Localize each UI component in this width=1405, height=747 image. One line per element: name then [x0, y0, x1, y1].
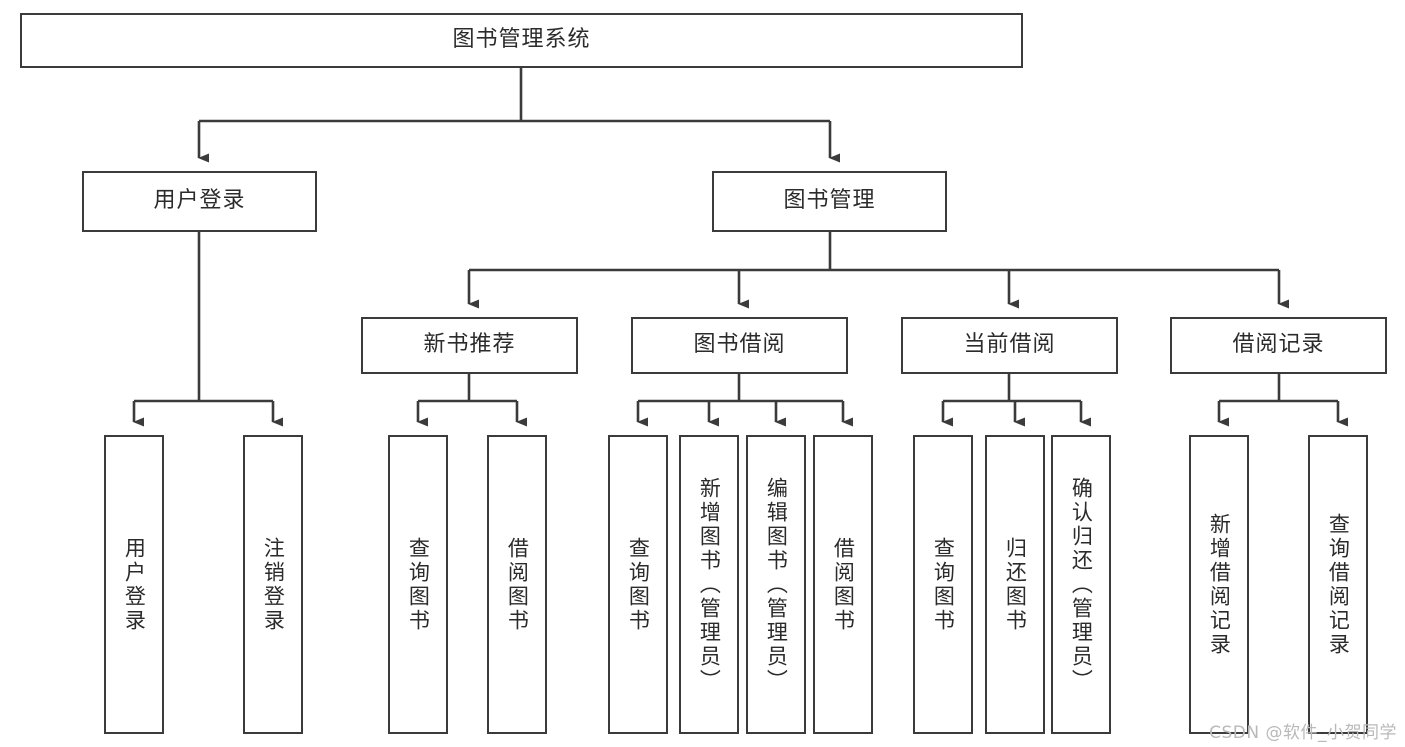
node-leaf-query-book-borrow-label: 查询图书 — [626, 536, 651, 633]
node-leaf-logout-login[interactable]: 注销登录 — [243, 435, 303, 734]
node-leaf-query-book-current[interactable]: 查询图书 — [913, 435, 973, 734]
node-root[interactable]: 图书管理系统 — [20, 13, 1023, 68]
edge-root-to-level2 — [197, 68, 840, 163]
node-leaf-borrow-book-label: 借阅图书 — [831, 536, 856, 633]
edge-current-borrow-to-leaves — [941, 374, 1091, 427]
node-leaf-logout-login-label: 注销登录 — [261, 536, 286, 633]
node-borrow-record-label: 借阅记录 — [1232, 332, 1325, 358]
node-current-borrow-label: 当前借阅 — [963, 332, 1056, 358]
node-leaf-edit-book-admin-label: 编辑图书（管理员） — [764, 476, 789, 693]
node-leaf-borrow-book-recommend[interactable]: 借阅图书 — [487, 435, 547, 734]
node-leaf-confirm-return-admin-label: 确认归还（管理员） — [1069, 476, 1094, 693]
edge-book-borrow-to-leaves — [636, 374, 853, 427]
node-leaf-query-book-recommend[interactable]: 查询图书 — [388, 435, 448, 734]
node-leaf-borrow-book[interactable]: 借阅图书 — [813, 435, 873, 734]
node-root-label: 图书管理系统 — [452, 27, 591, 53]
csdn-watermark: CSDN @软件_小贺同学 — [1209, 723, 1397, 743]
node-leaf-user-login-label: 用户登录 — [122, 536, 147, 633]
node-new-book-recommend-label: 新书推荐 — [423, 332, 516, 358]
node-user-login-label: 用户登录 — [153, 188, 246, 214]
node-leaf-query-book-recommend-label: 查询图书 — [406, 536, 431, 633]
edge-book-management-to-level3 — [467, 232, 1289, 309]
node-book-borrow-label: 图书借阅 — [693, 332, 786, 358]
node-book-borrow[interactable]: 图书借阅 — [631, 317, 848, 374]
node-leaf-query-book-current-label: 查询图书 — [931, 536, 956, 633]
node-book-management-label: 图书管理 — [783, 188, 876, 214]
node-new-book-recommend[interactable]: 新书推荐 — [361, 317, 578, 374]
node-book-management[interactable]: 图书管理 — [712, 171, 947, 232]
node-leaf-query-borrow-record[interactable]: 查询借阅记录 — [1308, 435, 1368, 734]
node-leaf-query-borrow-record-label: 查询借阅记录 — [1326, 512, 1351, 657]
node-leaf-add-borrow-record[interactable]: 新增借阅记录 — [1189, 435, 1249, 734]
edge-borrow-record-to-leaves — [1217, 374, 1348, 427]
node-leaf-edit-book-admin[interactable]: 编辑图书（管理员） — [746, 435, 806, 734]
node-leaf-add-book-admin[interactable]: 新增图书（管理员） — [679, 435, 739, 734]
node-leaf-add-borrow-record-label: 新增借阅记录 — [1207, 512, 1232, 657]
edge-new-book-recommend-to-leaves — [416, 374, 527, 427]
node-leaf-return-book[interactable]: 归还图书 — [985, 435, 1045, 734]
node-borrow-record[interactable]: 借阅记录 — [1170, 317, 1387, 374]
node-leaf-user-login[interactable]: 用户登录 — [104, 435, 164, 734]
node-leaf-borrow-book-recommend-label: 借阅图书 — [505, 536, 530, 633]
node-leaf-query-book-borrow[interactable]: 查询图书 — [608, 435, 668, 734]
node-leaf-confirm-return-admin[interactable]: 确认归还（管理员） — [1051, 435, 1111, 734]
node-current-borrow[interactable]: 当前借阅 — [901, 317, 1118, 374]
node-leaf-add-book-admin-label: 新增图书（管理员） — [697, 476, 722, 693]
node-user-login[interactable]: 用户登录 — [82, 171, 317, 232]
node-leaf-return-book-label: 归还图书 — [1003, 536, 1028, 633]
edge-user-login-to-leaves — [132, 232, 283, 427]
